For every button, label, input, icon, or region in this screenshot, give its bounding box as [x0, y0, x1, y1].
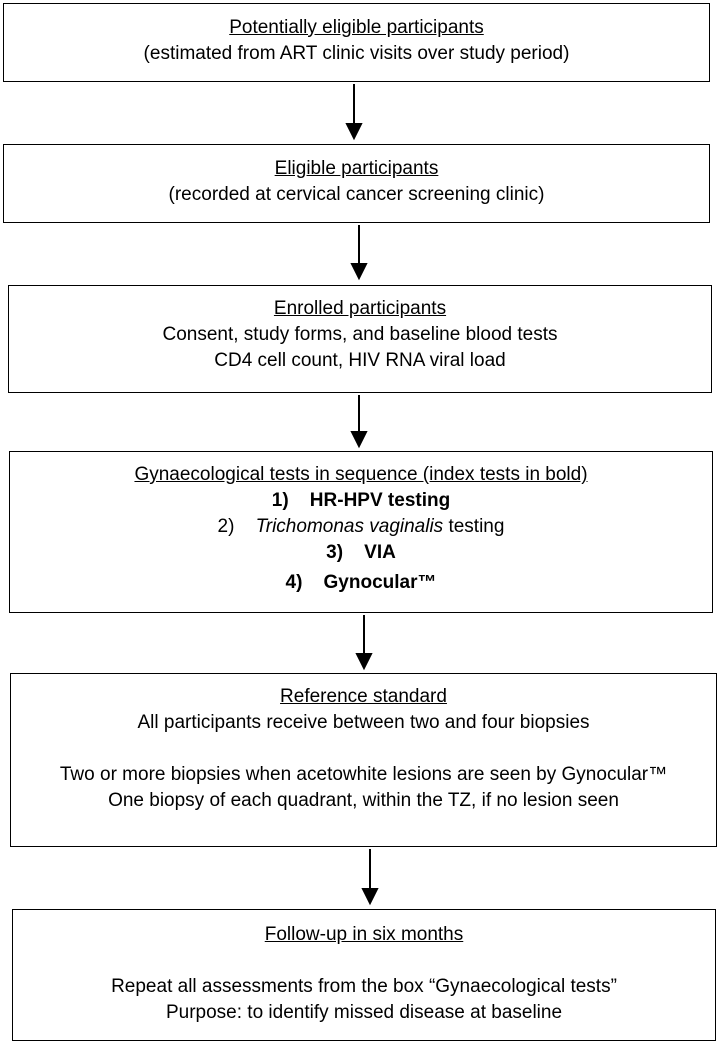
index-test-gynocular: 4) Gynocular™	[285, 572, 437, 593]
box-line: Two or more biopsies when acetowhite les…	[59, 764, 668, 785]
box-title: Eligible participants	[274, 158, 439, 179]
box-line: (recorded at cervical cancer screening c…	[168, 184, 545, 205]
arrow-3-head	[350, 431, 368, 449]
box-title: Potentially eligible participants	[229, 17, 484, 38]
test-trichomonas: 2) Trichomonas vaginalis testing	[218, 514, 505, 540]
box-follow-up: Follow-up in six months Repeat all asses…	[12, 909, 716, 1041]
box-title: Gynaecological tests in sequence (index …	[134, 464, 588, 485]
box-line: CD4 cell count, HIV RNA viral load	[214, 350, 506, 371]
box-line: One biopsy of each quadrant, within the …	[108, 790, 619, 811]
box-reference-standard: Reference standard All participants rece…	[10, 673, 717, 847]
box-eligible: Eligible participants (recorded at cervi…	[3, 144, 710, 223]
box-gynaecological-tests: Gynaecological tests in sequence (index …	[9, 451, 713, 613]
index-test-via: 3) VIA	[326, 542, 396, 563]
arrow-1-head	[345, 123, 363, 141]
box-title: Follow-up in six months	[264, 924, 464, 945]
box-potentially-eligible: Potentially eligible participants (estim…	[3, 3, 710, 82]
box-line: Consent, study forms, and baseline blood…	[162, 324, 558, 345]
arrow-2-head	[350, 263, 368, 281]
organism-name: Trichomonas vaginalis	[255, 516, 444, 537]
test-number: 2)	[217, 516, 256, 537]
arrow-5-head	[361, 888, 379, 906]
box-line: Repeat all assessments from the box “Gyn…	[111, 976, 617, 997]
index-test-hr-hpv: 1) HR-HPV testing	[271, 490, 451, 511]
box-title: Enrolled participants	[273, 298, 447, 319]
arrow-4-head	[355, 653, 373, 671]
box-line: Purpose: to identify missed disease at b…	[165, 1002, 563, 1023]
box-enrolled: Enrolled participants Consent, study for…	[8, 285, 712, 393]
box-line: (estimated from ART clinic visits over s…	[143, 43, 570, 64]
test-suffix: testing	[443, 516, 505, 537]
box-line: All participants receive between two and…	[137, 712, 590, 733]
box-title: Reference standard	[280, 686, 447, 707]
